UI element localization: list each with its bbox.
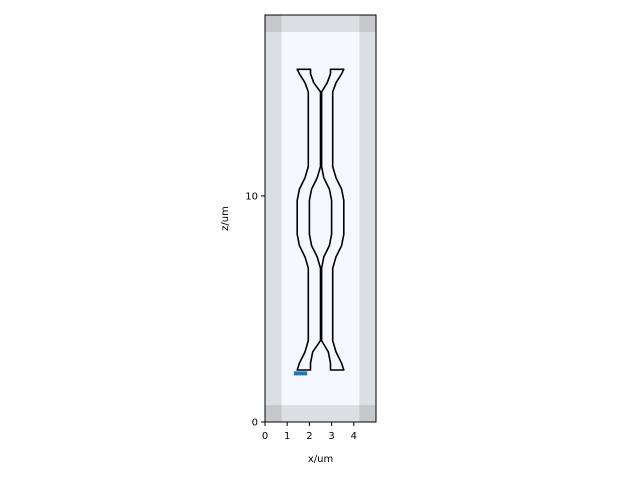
- x-tick-label: 3: [328, 431, 334, 442]
- simulation-domain: [265, 15, 376, 422]
- y-tick-label: 10: [245, 191, 258, 202]
- plot-frame: [264, 14, 377, 423]
- pml-left: [265, 15, 282, 422]
- pml-corner-bottom-left: [265, 405, 282, 422]
- x-axis-ticks: 0 1 2 3 4: [262, 422, 357, 442]
- plot-background: [265, 15, 376, 422]
- pml-corner-top-right: [359, 15, 376, 32]
- x-tick-label: 0: [262, 431, 268, 442]
- x-tick-label: 2: [306, 431, 312, 442]
- y-axis-label: z/um: [220, 206, 231, 231]
- x-tick-label: 4: [351, 431, 357, 442]
- y-axis-ticks: 0 10: [245, 191, 265, 429]
- pml-right: [359, 15, 376, 422]
- waveguide-1: [296, 68, 322, 371]
- y-tick-label: 0: [252, 418, 258, 429]
- pml-corner-bottom-right: [359, 405, 376, 422]
- pml-top: [265, 15, 376, 32]
- x-axis-label: x/um: [308, 454, 333, 465]
- waveguide-2: [320, 68, 345, 371]
- waveguide-layer: [296, 68, 345, 371]
- pml-bottom: [265, 405, 376, 422]
- pml-corner-top-left: [265, 15, 282, 32]
- x-tick-label: 1: [284, 431, 290, 442]
